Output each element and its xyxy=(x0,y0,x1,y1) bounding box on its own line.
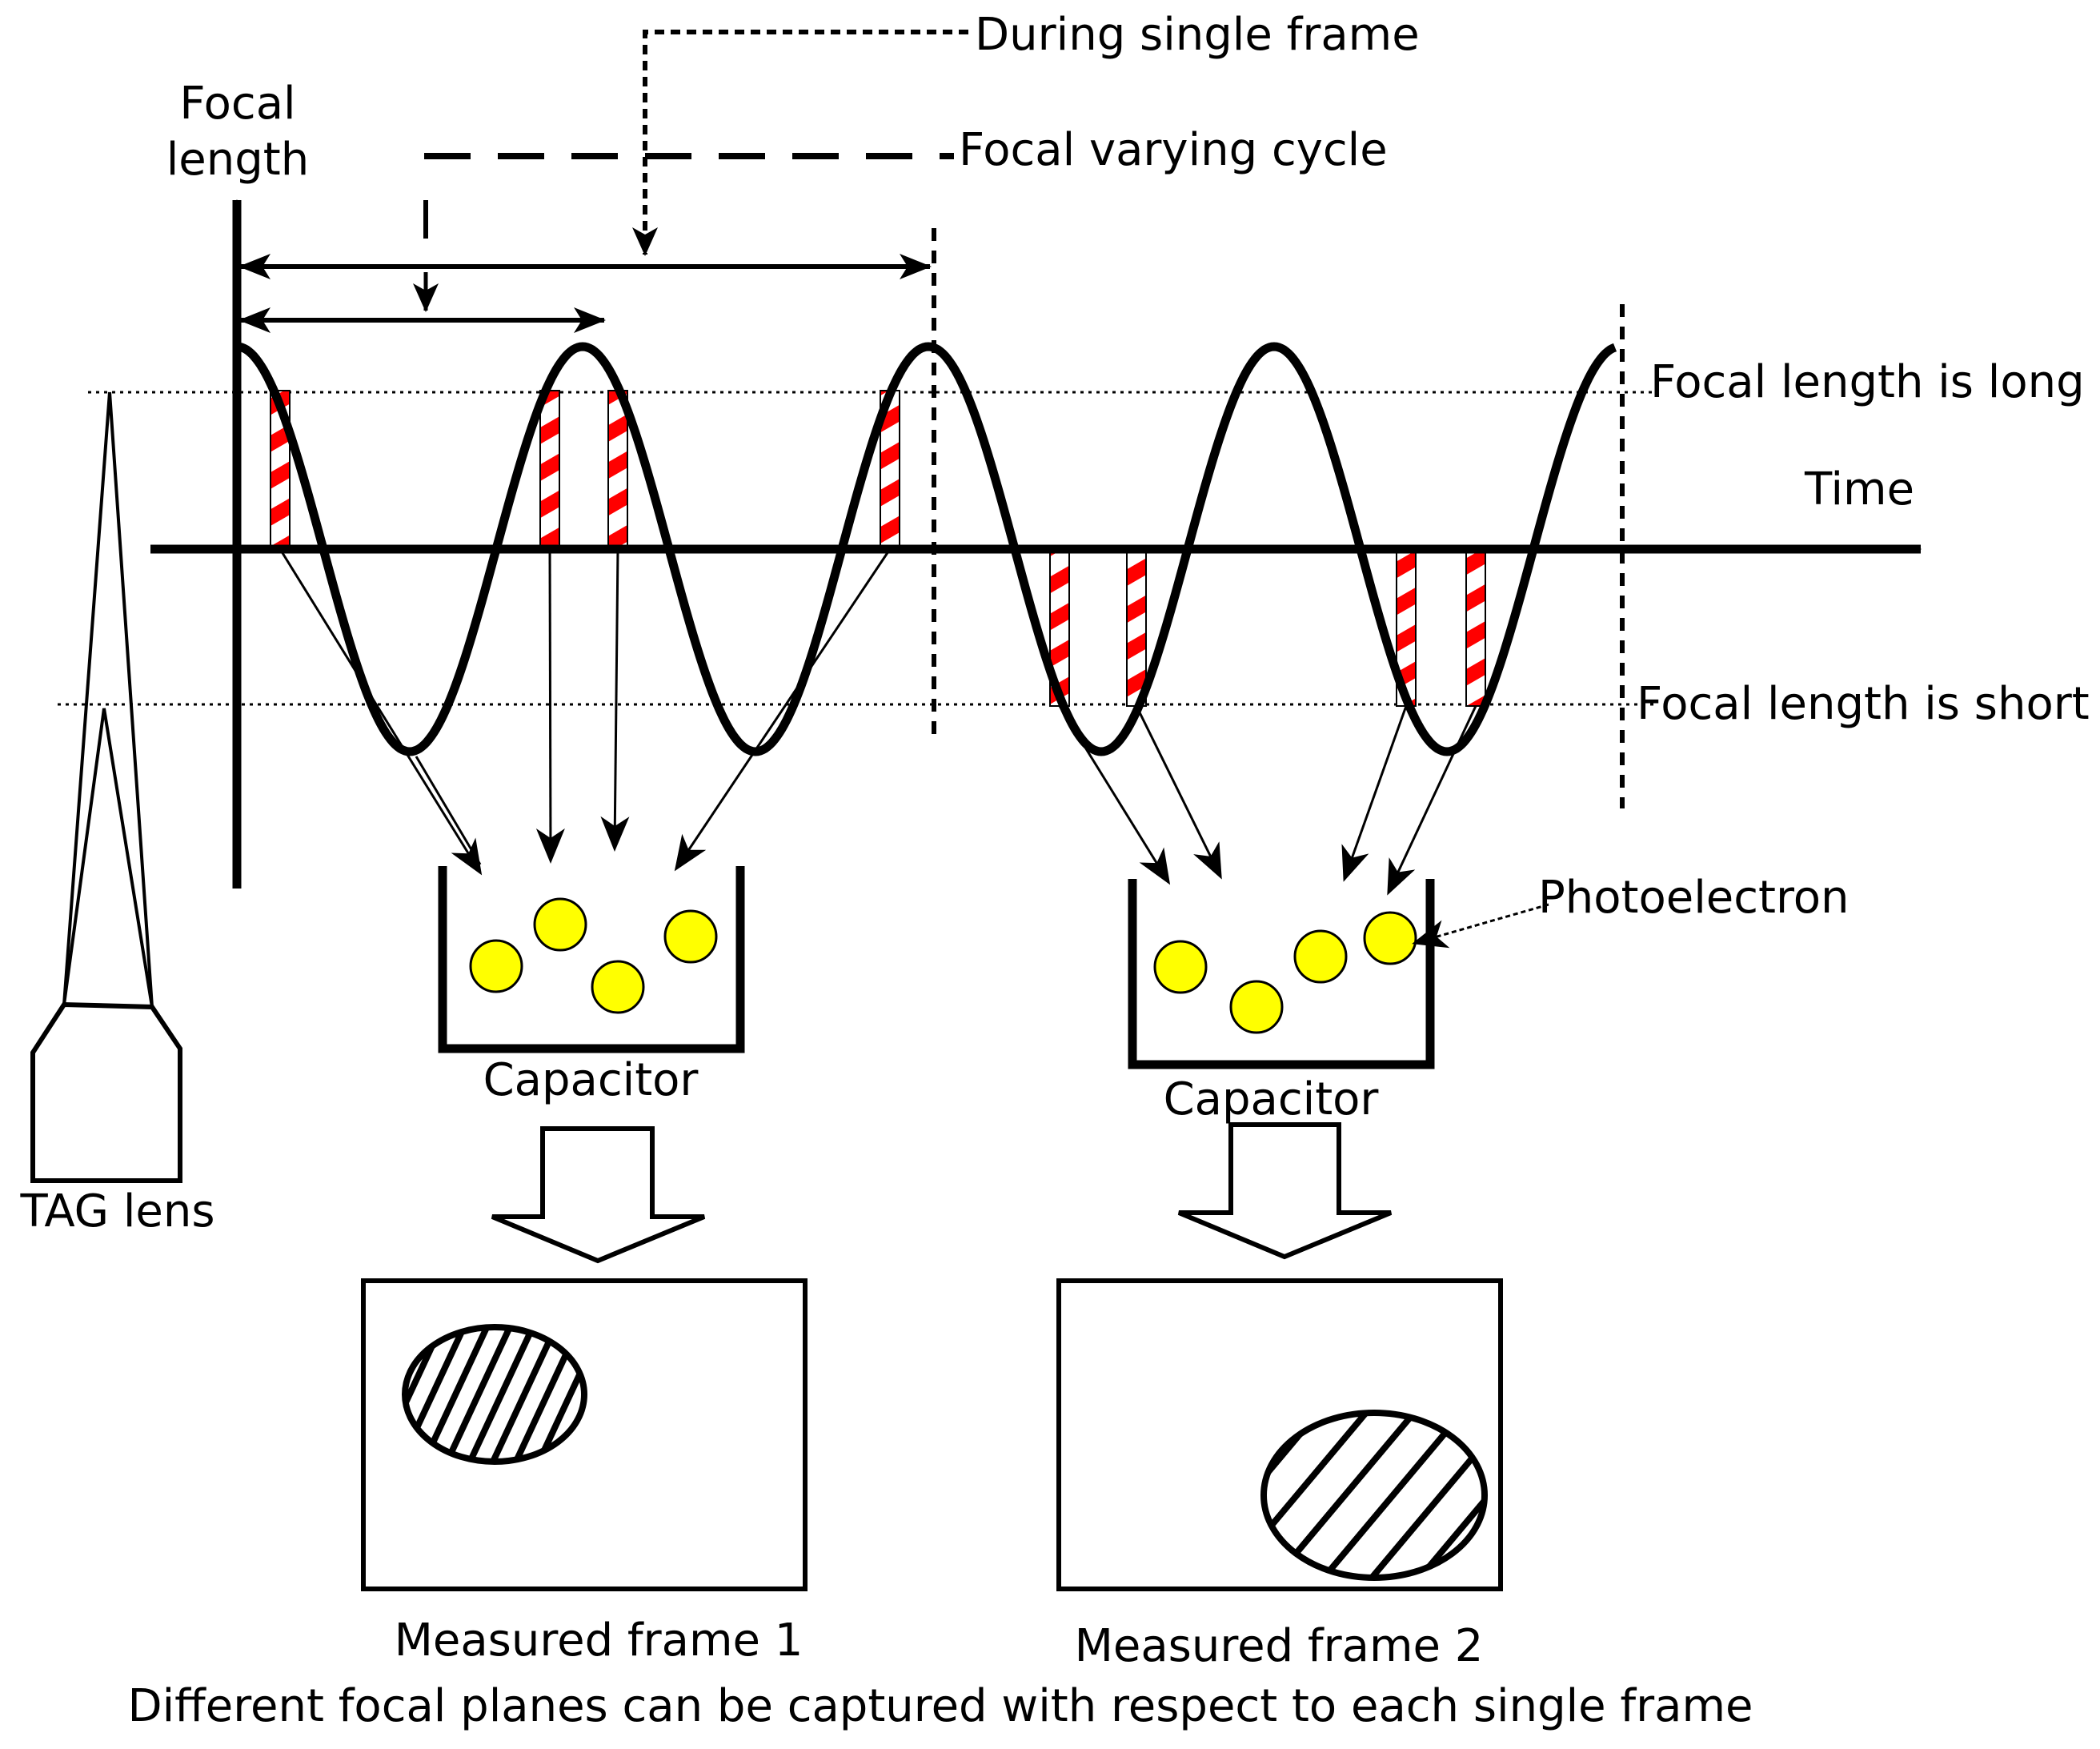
photoelectron-label: Photoelectron xyxy=(1538,872,1850,924)
focal-length-axis-label-line1: Focal xyxy=(179,78,295,130)
photoelectron xyxy=(591,960,645,1014)
capacitor-1-label: Capacitor xyxy=(483,1054,699,1106)
sample-arrow xyxy=(674,548,892,872)
focal-length-axis-label-line2: length xyxy=(166,134,310,186)
capacitor-1 xyxy=(438,866,745,1053)
capacitor-1-to-frame-arrow xyxy=(491,1126,706,1264)
focal-length-long-label: Focal length is long xyxy=(1650,356,2085,408)
sample-stripe xyxy=(539,390,560,548)
sample-arrow xyxy=(1135,705,1222,880)
sample-arrow xyxy=(1387,705,1477,896)
photoelectron xyxy=(533,897,587,952)
photoelectron xyxy=(1293,929,1348,984)
capacitor-2 xyxy=(1128,879,1435,1069)
capacitor-2-to-frame-arrow xyxy=(1177,1122,1393,1260)
tag-lens-icon xyxy=(30,391,182,1183)
capacitor-1-body xyxy=(438,866,745,1053)
photoelectron xyxy=(1363,911,1417,965)
measured-frame-2-label: Measured frame 2 xyxy=(1075,1620,1484,1672)
time-axis-label: Time xyxy=(1804,463,1914,515)
measured-frame-1-label: Measured frame 1 xyxy=(395,1615,804,1667)
photoelectron xyxy=(1229,980,1284,1034)
during-single-frame-label: During single frame xyxy=(975,9,1420,61)
sample-stripe xyxy=(1465,550,1486,707)
sample-arrows xyxy=(279,548,1477,896)
during-single-frame-leader xyxy=(632,30,968,256)
measured-frame-2-object xyxy=(1260,1410,1488,1581)
photoelectron-leader xyxy=(1412,903,1549,949)
capacitor-2-label: Capacitor xyxy=(1164,1073,1380,1125)
sample-arrow xyxy=(1058,705,1171,885)
sample-arrow xyxy=(279,548,483,876)
photoelectron xyxy=(469,939,523,993)
focal-length-sine-wave xyxy=(236,342,1617,756)
sample-stripe xyxy=(1049,550,1070,707)
diagram-caption: Different focal planes can be captured w… xyxy=(128,1680,1753,1732)
photoelectron xyxy=(1153,940,1208,994)
photoelectron xyxy=(663,909,718,964)
focal-length-short-label: Focal length is short xyxy=(1637,678,2090,730)
sample-arrow xyxy=(600,548,630,852)
sample-arrow xyxy=(415,756,482,865)
capacitor-2-body xyxy=(1128,879,1435,1069)
sample-stripe xyxy=(1396,550,1417,707)
tag-lens-label: TAG lens xyxy=(19,1185,214,1238)
sample-arrow xyxy=(535,548,565,864)
focal-varying-cycle-label: Focal varying cycle xyxy=(959,124,1388,176)
measured-frame-1-object xyxy=(402,1324,587,1465)
sample-stripe xyxy=(1126,550,1147,707)
sample-arrow xyxy=(1341,705,1408,882)
